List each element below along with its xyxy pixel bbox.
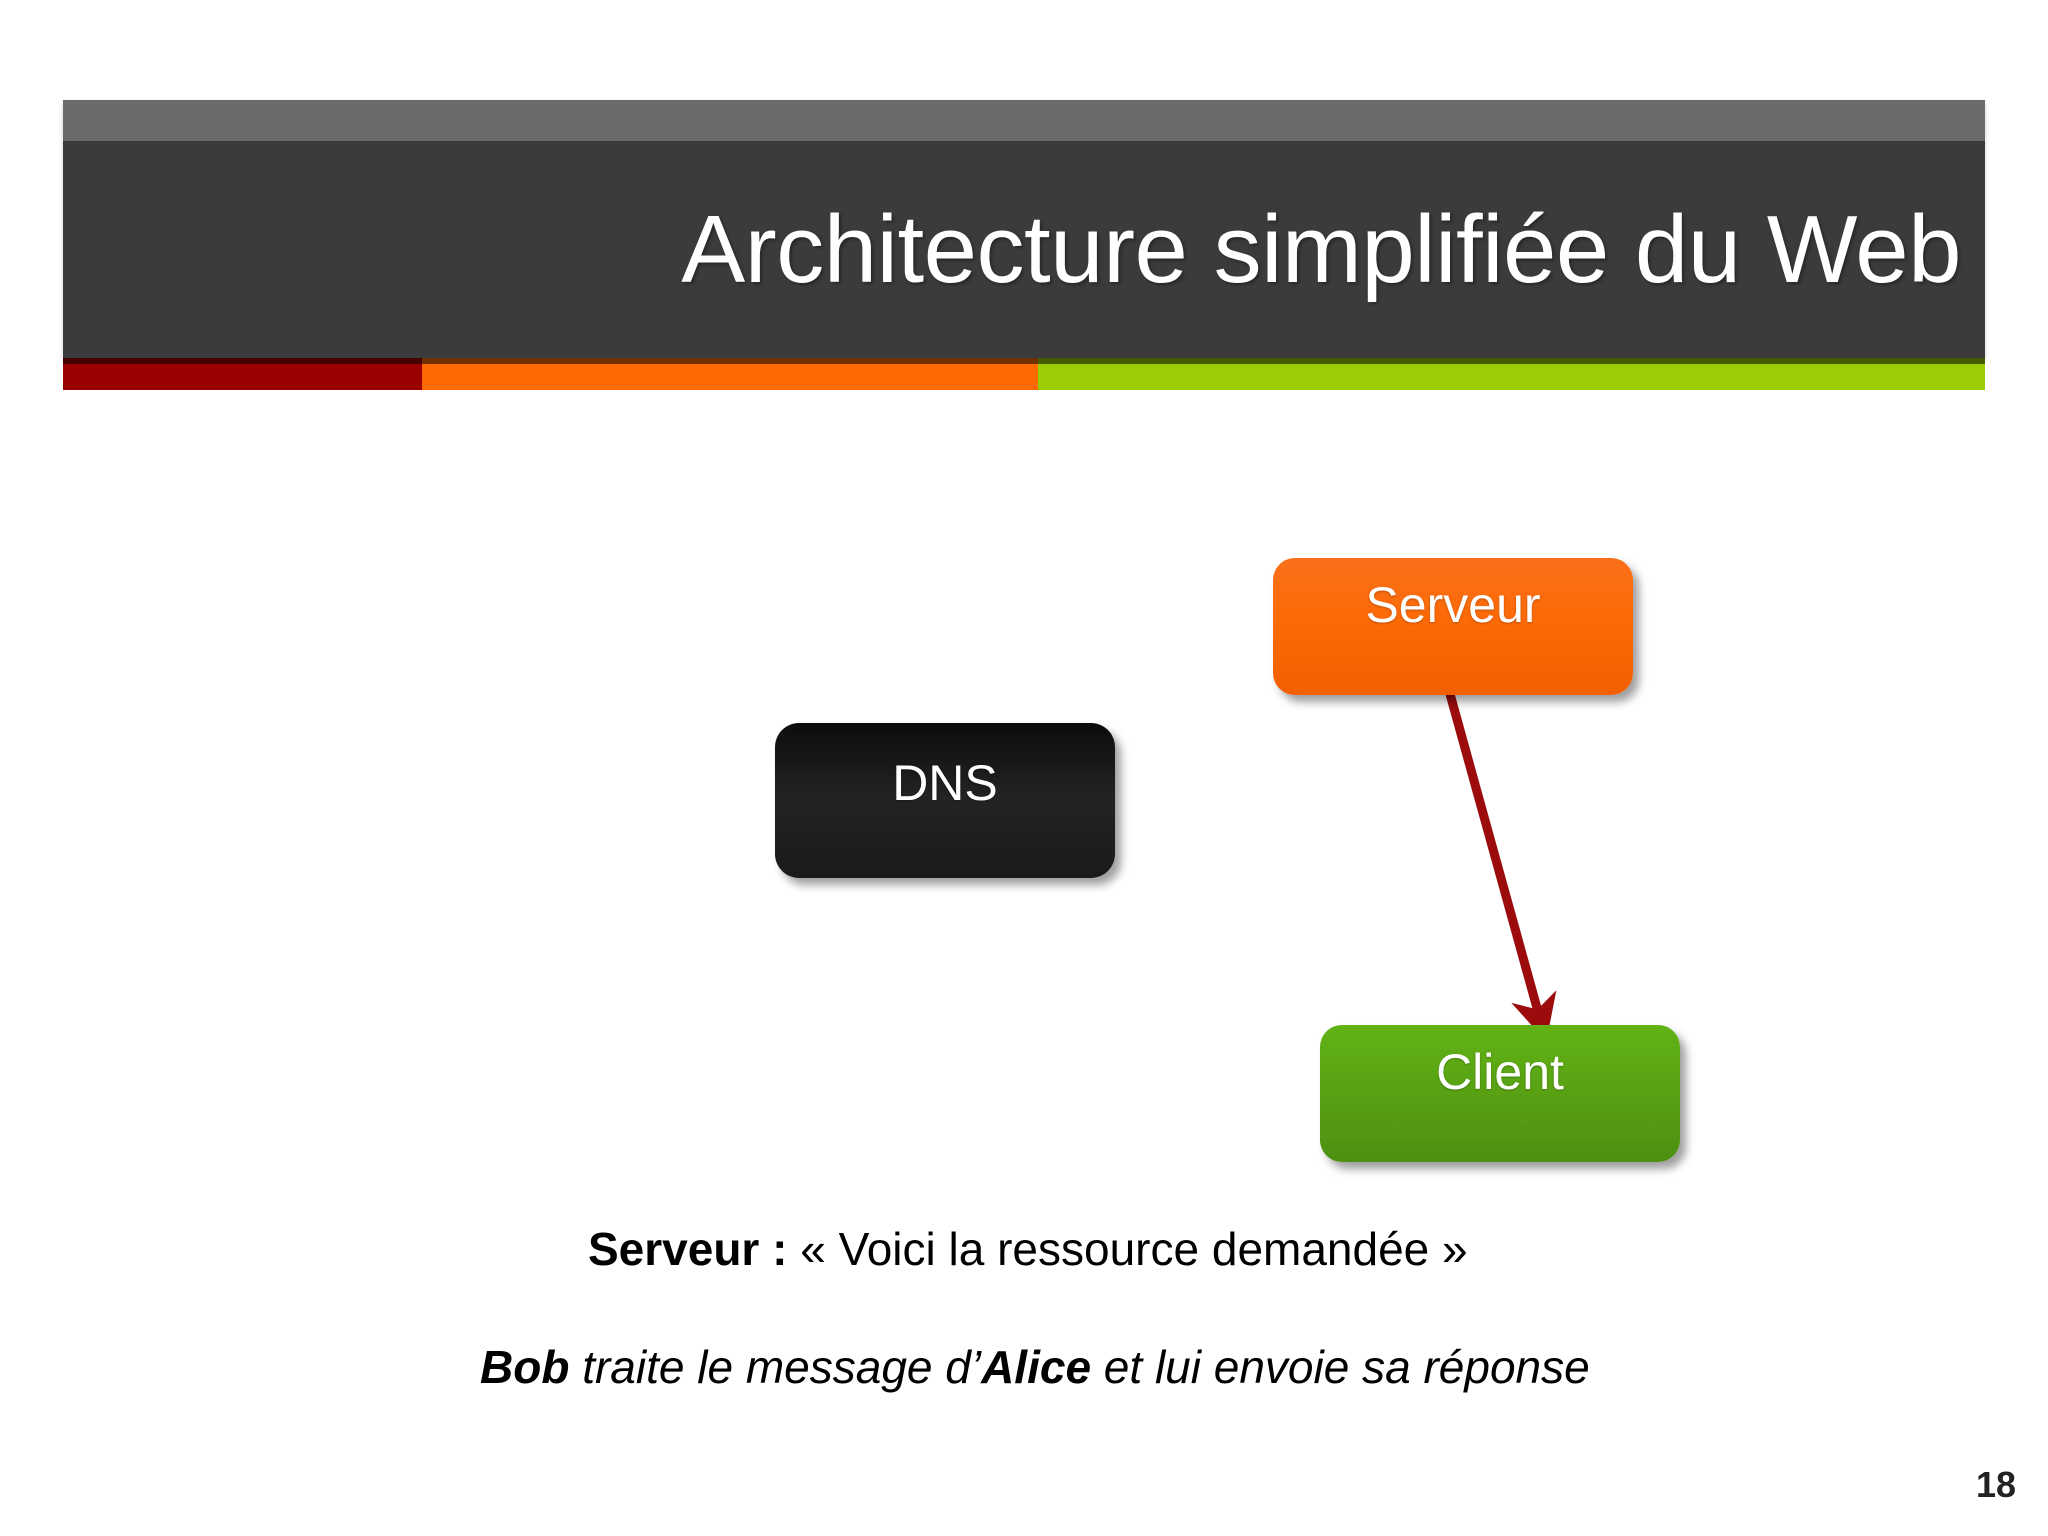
caption-server-text: « Voici la ressource demandée » (800, 1223, 1468, 1275)
diagram-node-serveur[interactable]: Serveur (1273, 558, 1633, 695)
title-banner: Architecture simplifiée du Web (63, 100, 1985, 358)
caption-analogy-mid: traite le message d’ (569, 1341, 982, 1393)
accent-stripe (63, 358, 1985, 390)
caption-analogy: Bob traite le message d’Alice et lui env… (480, 1340, 1590, 1394)
diagram-node-dns-label: DNS (892, 754, 998, 811)
accent-stripe-shadow (63, 358, 1985, 364)
arrow-serveur-to-client (1445, 692, 1557, 1042)
page-title: Architecture simplifiée du Web (681, 195, 1961, 303)
title-banner-accent-bar (63, 100, 1985, 141)
page-number: 18 (1975, 1464, 2016, 1505)
caption-actor-bob: Bob (480, 1341, 570, 1393)
caption-server-message: Serveur : « Voici la ressource demandée … (588, 1222, 1468, 1276)
diagram-node-dns[interactable]: DNS (775, 723, 1115, 878)
caption-analogy-tail: et lui envoie sa réponse (1091, 1341, 1590, 1393)
diagram-node-serveur-label: Serveur (1365, 576, 1541, 633)
caption-server-speaker: Serveur : (588, 1223, 788, 1275)
caption-actor-alice: Alice (981, 1341, 1092, 1393)
diagram-node-client[interactable]: Client (1320, 1025, 1680, 1162)
diagram-node-client-label: Client (1436, 1043, 1564, 1100)
